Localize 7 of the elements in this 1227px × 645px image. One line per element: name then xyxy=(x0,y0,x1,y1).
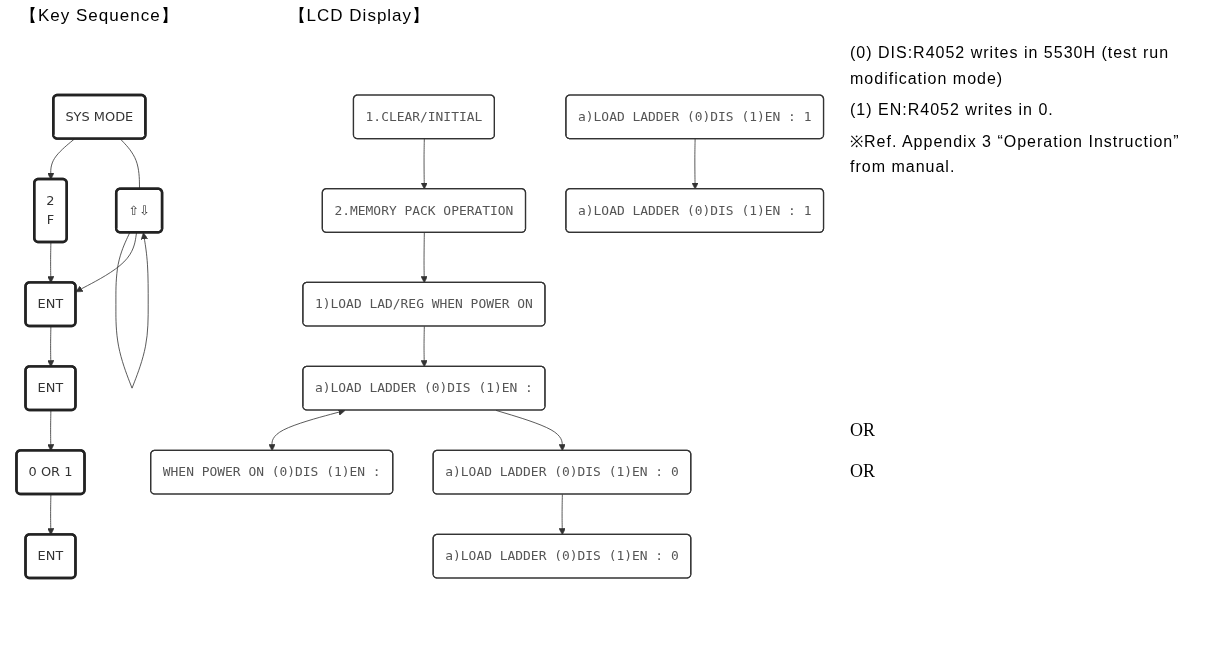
section-heading: 【LCD Display】 xyxy=(288,5,431,27)
note-text: ※Ref. Appendix 3 “Operation Instruction” from manual. xyxy=(850,131,1181,178)
or-text: OR xyxy=(850,420,875,441)
or-text: OR xyxy=(850,461,875,482)
note-text: (0) DIS:R4052 writes in 5530H (test run modification mode) xyxy=(850,43,1171,89)
note-text: (1) EN:R4052 writes in 0. xyxy=(850,100,1055,121)
section-heading: 【Key Sequence】 xyxy=(20,5,179,27)
